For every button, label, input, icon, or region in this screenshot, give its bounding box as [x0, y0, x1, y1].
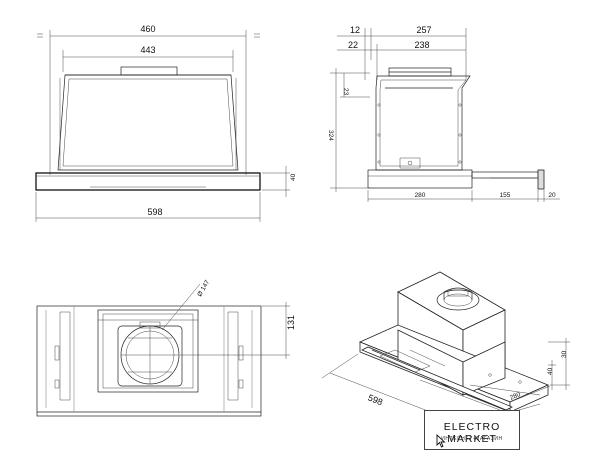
dim-total-width: 598 [147, 207, 162, 217]
dim-top-drop: 23 [342, 88, 349, 96]
dim-top-offset: 12 [350, 25, 360, 35]
dim-iso-front-panel: 40 [547, 367, 554, 375]
logo-title: ELECTRO MARKET [443, 421, 501, 445]
dim-front-height: 40 [290, 173, 297, 181]
iso-view: 598 280 30 40 [321, 271, 570, 437]
dim-height: 324 [327, 130, 334, 141]
side-view: 12 257 22 238 23 324 [327, 25, 560, 202]
dim-panel-depth: 20 [548, 192, 556, 199]
dim-iso-depth: 280 [509, 391, 522, 402]
front-view: 460 443 40 598 [35, 24, 297, 222]
dim-top-depth: 257 [416, 25, 431, 35]
dim-iso-width: 598 [367, 392, 385, 407]
bottom-view: Ø 147 131 [36, 279, 296, 417]
dim-inner-depth: 238 [414, 40, 429, 50]
logo-subtitle: ИНТЕРНЕТ-МАГАЗИН [441, 436, 503, 442]
dim-slide-out: 155 [500, 192, 511, 199]
dim-outlet-diameter: Ø 147 [196, 279, 211, 298]
dim-outlet-offset: 131 [286, 315, 296, 330]
dim-overall-width: 460 [140, 24, 155, 34]
dim-iso-height: 30 [561, 350, 568, 358]
dim-inner-offset: 22 [348, 40, 358, 50]
dim-body-depth: 280 [415, 192, 426, 199]
electro-market-logo: ELECTRO MARKET ИНТЕРНЕТ-МАГАЗИН [424, 410, 520, 450]
mouse-cursor-icon [436, 434, 446, 448]
dim-inner-width: 443 [140, 45, 155, 55]
